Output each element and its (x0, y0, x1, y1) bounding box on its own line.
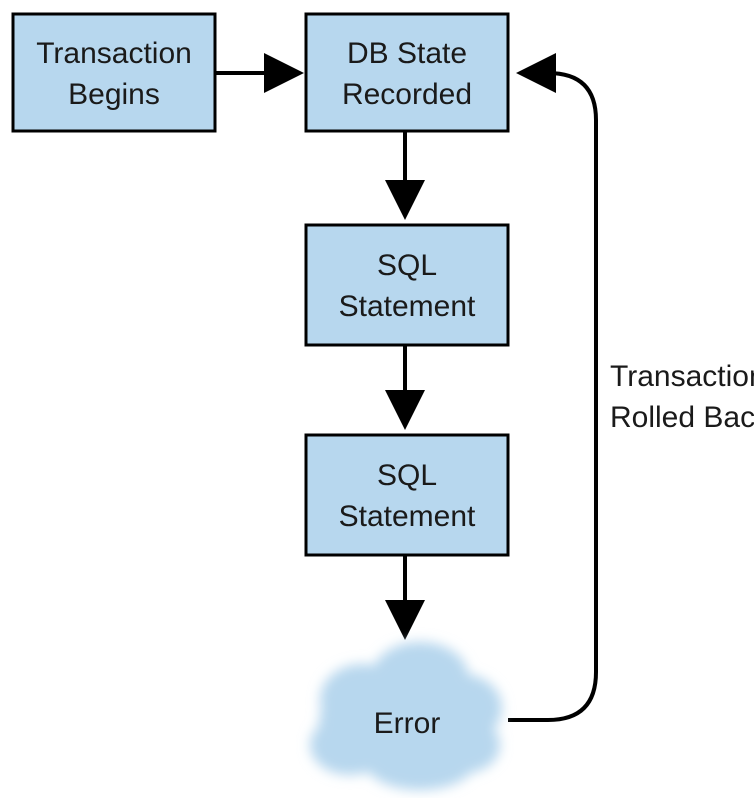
node-transaction-begins-label-line2: Begins (68, 78, 160, 111)
node-sql-statement-1-label-line2: Statement (339, 290, 476, 323)
node-sql-statement-1-box (304, 223, 510, 347)
node-transaction-begins: Transaction Begins (11, 12, 217, 133)
rollback-label: Transaction Rolled Back (610, 360, 754, 434)
rollback-label-line2: Rolled Back (610, 401, 754, 434)
node-sql-statement-2-label-line2: Statement (339, 500, 476, 533)
node-error: Error (310, 642, 502, 790)
node-transaction-begins-box (11, 12, 217, 133)
node-db-state-recorded-box (304, 12, 510, 133)
node-db-state-recorded: DB State Recorded (304, 12, 510, 133)
node-db-state-recorded-label-line2: Recorded (342, 78, 472, 111)
node-sql-statement-2-box (304, 433, 510, 557)
error-cloud-shape (310, 642, 502, 790)
rollback-arrow (508, 53, 598, 722)
rollback-label-line1: Transaction (610, 360, 754, 393)
node-transaction-begins-label-line1: Transaction (36, 37, 192, 70)
node-error-label: Error (374, 707, 441, 740)
node-sql-statement-2: SQL Statement (304, 433, 510, 557)
node-sql-statement-2-label-line1: SQL (377, 459, 437, 492)
node-db-state-recorded-label-line1: DB State (347, 37, 467, 70)
connectors (216, 53, 598, 722)
node-sql-statement-1: SQL Statement (304, 223, 510, 347)
node-sql-statement-1-label-line1: SQL (377, 249, 437, 282)
